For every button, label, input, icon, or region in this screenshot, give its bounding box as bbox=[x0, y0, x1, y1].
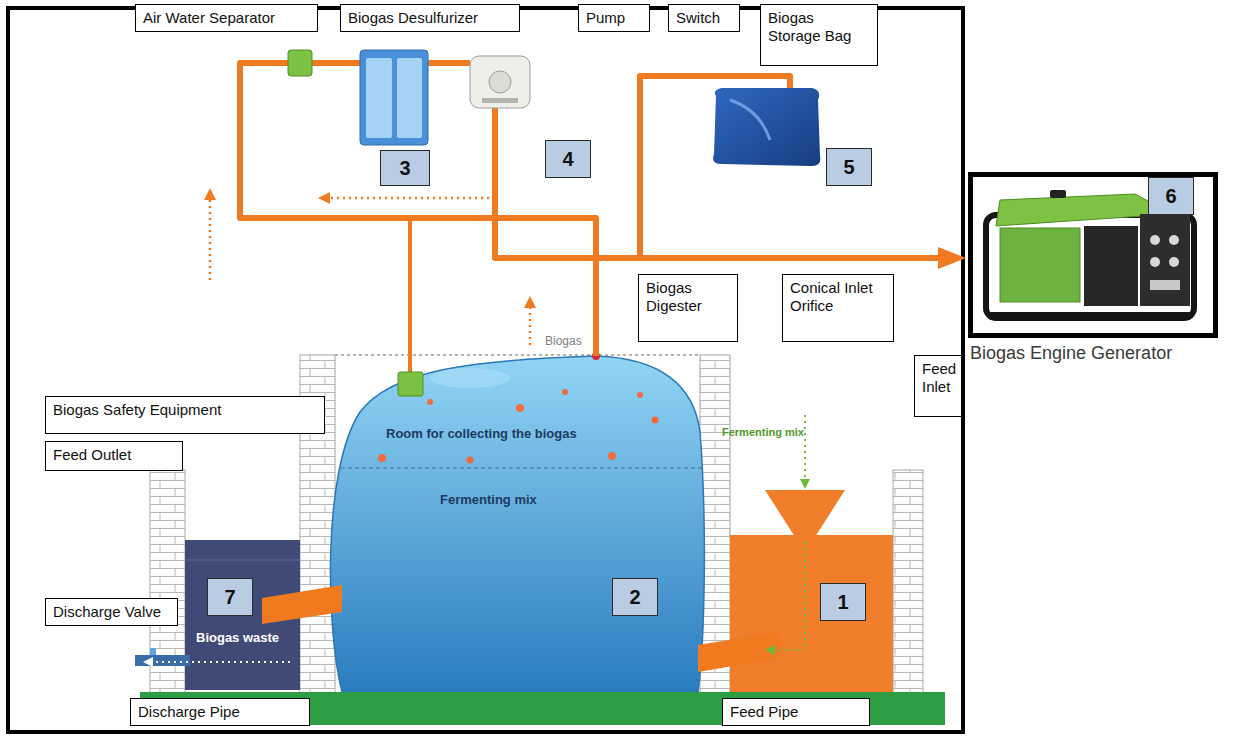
label-text: Biogas Safety Equipment bbox=[53, 401, 317, 419]
part-label: Feed Pipe bbox=[722, 698, 870, 726]
label-text: Biogas Engine Generator bbox=[970, 343, 1172, 364]
part-label: Biogas Desulfurizer bbox=[340, 4, 520, 32]
label-text: Feed Outlet bbox=[53, 446, 175, 464]
label-text: Biogas Digester bbox=[646, 279, 730, 315]
label-text: Discharge Pipe bbox=[138, 703, 302, 721]
part-label: Feed Inlet bbox=[914, 355, 962, 417]
label-text: Biogas Desulfurizer bbox=[348, 9, 512, 27]
callout-number: 3 bbox=[380, 150, 430, 186]
callout-text: 5 bbox=[843, 156, 854, 179]
part-label: Feed Outlet bbox=[45, 441, 183, 471]
part-label: Biogas Storage Bag bbox=[760, 4, 878, 66]
callout-text: 1 bbox=[837, 591, 848, 614]
illustration-label: Biogas bbox=[545, 334, 582, 348]
label-text: Biogas Storage Bag bbox=[768, 9, 870, 45]
part-label: Pump bbox=[578, 4, 650, 32]
part-label: Air Water Separator bbox=[135, 4, 318, 32]
label-text: Feed Inlet bbox=[922, 360, 954, 396]
part-label: Biogas Safety Equipment bbox=[45, 396, 325, 434]
part-label: Discharge Valve bbox=[45, 598, 178, 626]
callout-text: 7 bbox=[224, 586, 235, 609]
callout-number: 4 bbox=[545, 140, 591, 178]
part-label: Biogas Digester bbox=[638, 274, 738, 342]
label-text: Switch bbox=[676, 9, 732, 27]
callout-text: 3 bbox=[399, 157, 410, 180]
part-label: Conical Inlet Orifice bbox=[782, 274, 894, 342]
illustration-label: Fermenting mix bbox=[440, 492, 537, 508]
callout-text: 2 bbox=[629, 586, 640, 609]
callout-number: 7 bbox=[207, 578, 253, 616]
generator-frame: Biogas Engine Generator6 bbox=[968, 172, 1218, 338]
callout-text: 4 bbox=[562, 148, 573, 171]
callout-text: 6 bbox=[1165, 185, 1176, 208]
label-text: Pump bbox=[586, 9, 642, 27]
callout-number: 2 bbox=[612, 578, 658, 616]
callout-number: 5 bbox=[826, 148, 872, 186]
callout-number: 1 bbox=[820, 583, 866, 621]
part-label: Discharge Pipe bbox=[130, 698, 310, 726]
callout-number: 6 bbox=[1148, 177, 1194, 215]
label-text: Feed Pipe bbox=[730, 703, 862, 721]
illustration-label: Biogas waste bbox=[196, 630, 279, 646]
illustration-label: Room for collecting the biogas bbox=[386, 426, 577, 442]
part-label: Switch bbox=[668, 4, 740, 32]
illustration-label: Fermenting mix bbox=[722, 426, 804, 439]
label-text: Conical Inlet Orifice bbox=[790, 279, 886, 315]
label-text: Air Water Separator bbox=[143, 9, 310, 27]
label-text: Discharge Valve bbox=[53, 603, 170, 621]
